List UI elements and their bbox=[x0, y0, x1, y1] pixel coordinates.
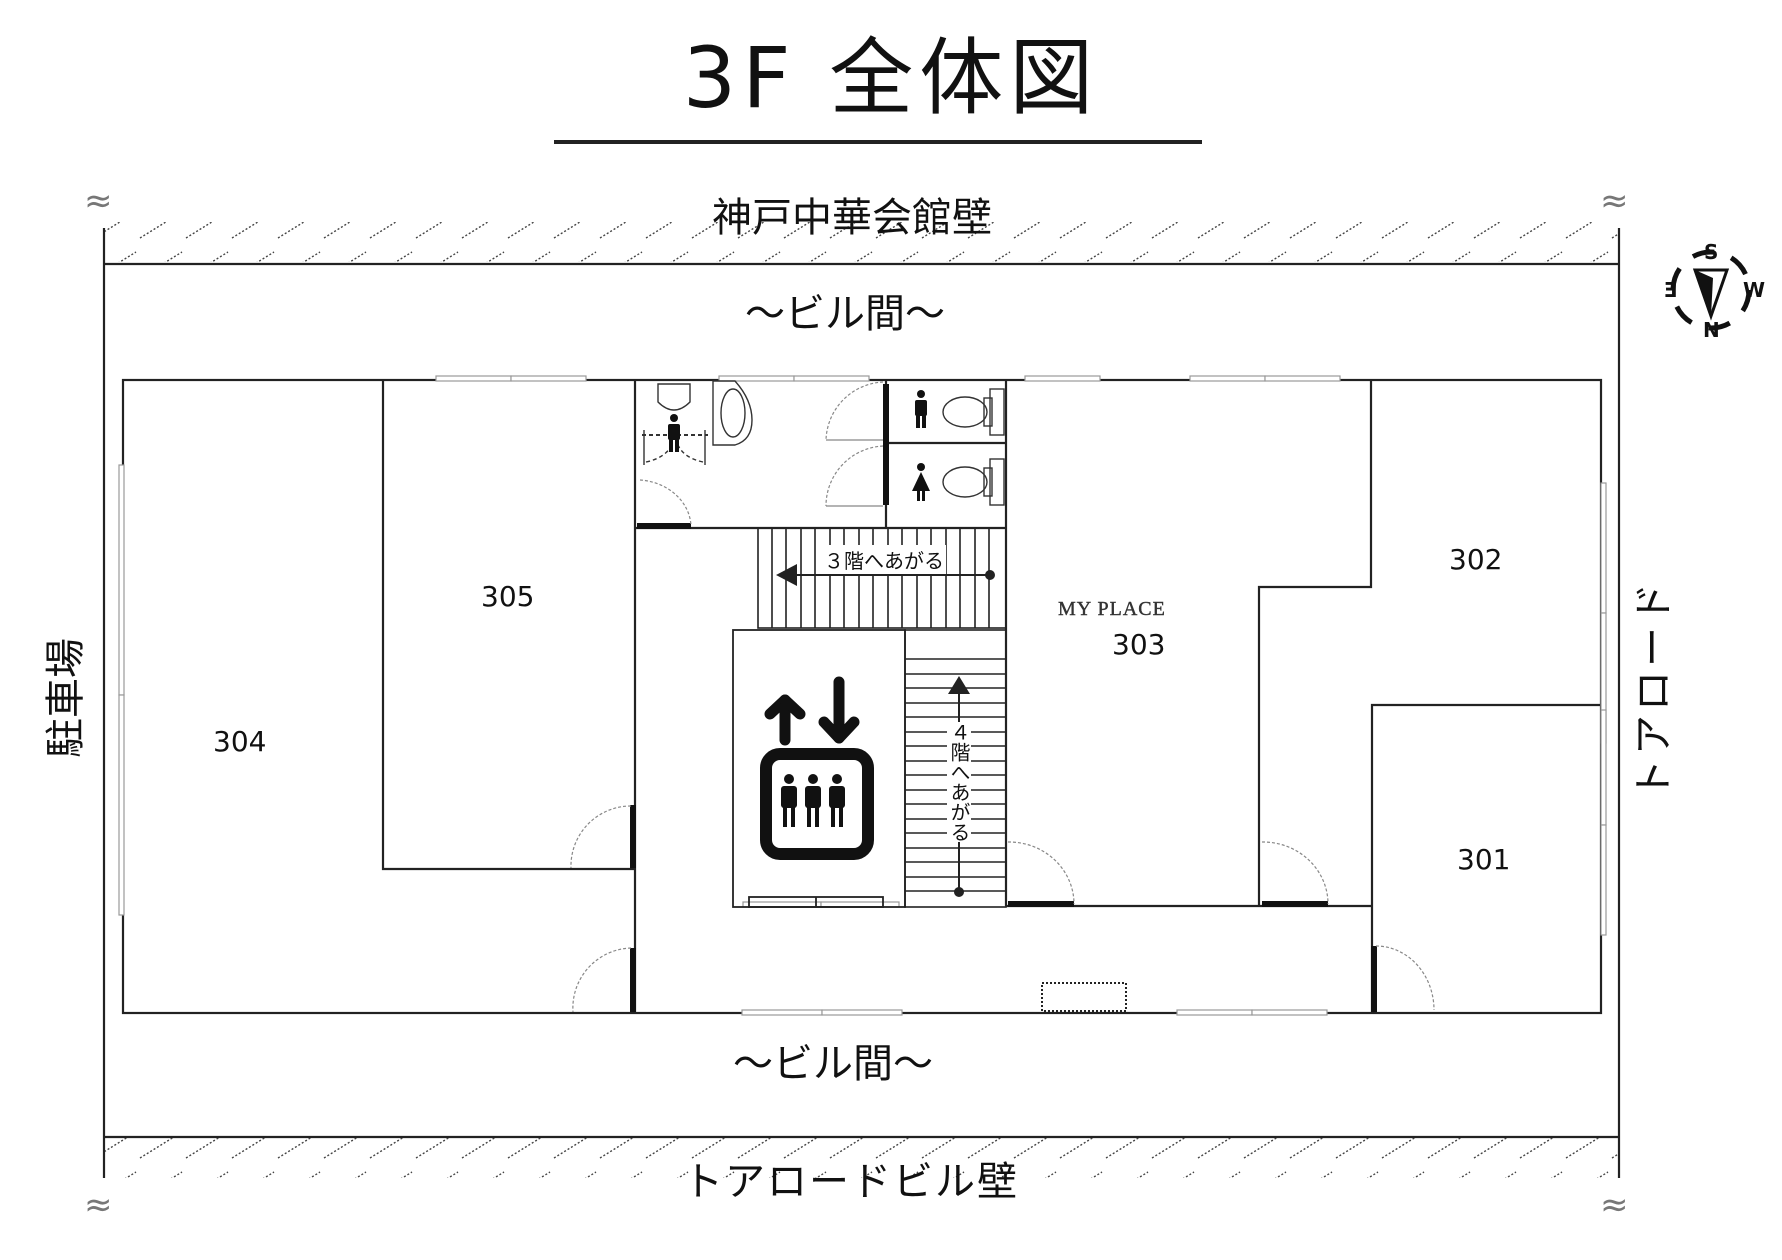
stairs-4f bbox=[904, 629, 1007, 908]
east-road-label: トアロード bbox=[1631, 579, 1677, 799]
stairs-3f bbox=[757, 527, 1007, 629]
restroom-fixtures bbox=[642, 380, 1005, 506]
top-gap-label: 〜ビル間〜 bbox=[745, 291, 945, 337]
restroom-pictograms bbox=[668, 390, 930, 501]
building-walls bbox=[121, 378, 1603, 1015]
compass-icon bbox=[1670, 249, 1752, 331]
compass-bottom-letter: N bbox=[1703, 318, 1720, 342]
break-symbol-ne: ≈ bbox=[1600, 181, 1629, 221]
north-wall-hatch bbox=[104, 222, 1619, 262]
room-303[interactable]: 303 bbox=[1112, 628, 1166, 661]
room-304[interactable]: 304 bbox=[213, 725, 267, 758]
west-parking-label: 駐車場 bbox=[43, 638, 89, 758]
compass-right-letter: W bbox=[1743, 278, 1766, 302]
south-wall-hatch bbox=[104, 1138, 1619, 1178]
elevator-shaft bbox=[732, 629, 906, 908]
site-boundary bbox=[102, 228, 1621, 1178]
page-title: 3F 全体図 bbox=[682, 29, 1100, 127]
stairs-3f-label: ３階へあがる bbox=[822, 545, 946, 574]
break-symbol-se: ≈ bbox=[1600, 1185, 1629, 1225]
floor-hatch-box bbox=[1041, 982, 1127, 1012]
compass-top-letter: S bbox=[1704, 240, 1719, 264]
break-symbol-nw: ≈ bbox=[84, 181, 113, 221]
room-301[interactable]: 301 bbox=[1457, 843, 1511, 876]
compass-left-letter: E bbox=[1664, 278, 1678, 302]
north-wall-label: 神戸中華会館壁 bbox=[712, 195, 992, 241]
door-swings bbox=[570, 381, 1435, 1013]
bottom-gap-label: 〜ビル間〜 bbox=[733, 1041, 933, 1087]
south-wall-label: トアロードビル壁 bbox=[683, 1159, 1019, 1205]
windows bbox=[118, 375, 1607, 1016]
elevator-icon bbox=[760, 676, 874, 860]
stairs-4f-label: ４階へあがる bbox=[947, 722, 971, 842]
title-underline bbox=[554, 140, 1202, 144]
room-302[interactable]: 302 bbox=[1449, 543, 1503, 576]
room-305[interactable]: 305 bbox=[481, 580, 535, 613]
break-symbol-sw: ≈ bbox=[84, 1185, 113, 1225]
room-303-tenant: MY PLACE bbox=[1058, 598, 1166, 620]
